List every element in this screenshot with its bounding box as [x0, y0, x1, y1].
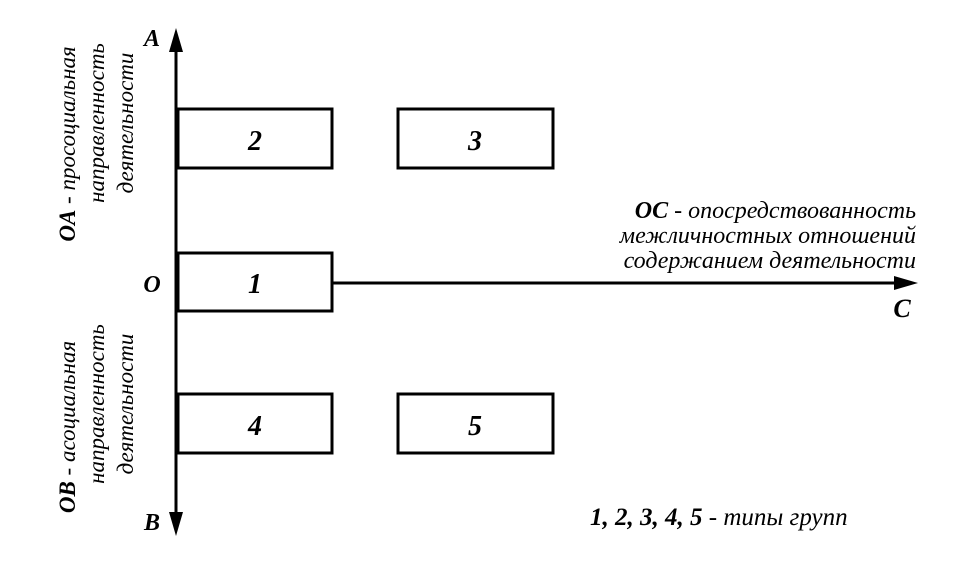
oa-annotation-line3: деятельности	[113, 53, 138, 194]
group-type-box-4: 4	[176, 392, 334, 455]
legend-numbers: 1, 2, 3, 4, 5	[590, 504, 703, 531]
ob-annotation-line1: OB - асоциальная	[55, 341, 80, 513]
axis-label-o: O	[143, 272, 160, 298]
arrow-up-icon	[169, 28, 183, 52]
axis-label-a: A	[142, 26, 160, 52]
group-type-box-5: 5	[396, 392, 555, 455]
axis-label-b: B	[143, 510, 160, 536]
group-type-box-2: 2	[176, 107, 334, 170]
oc-annotation-line1: OC - опосредствованность	[635, 198, 916, 224]
box-label-5: 5	[468, 411, 482, 442]
group-type-box-3: 3	[396, 107, 555, 170]
box-label-2: 2	[247, 126, 262, 157]
ob-annotation-line2: направленность	[84, 324, 109, 484]
axis-label-c: C	[893, 294, 911, 323]
oc-annotation-line3: содержанием деятельности	[624, 248, 916, 274]
oc-annotation-line2: межличностных отношений	[619, 223, 916, 249]
arrow-right-icon	[894, 276, 918, 290]
box-label-3: 3	[467, 126, 482, 157]
oa-annotation-line1: OA - просоциальная	[55, 46, 80, 241]
arrow-down-icon	[169, 512, 183, 536]
group-type-box-1: 1	[176, 251, 334, 313]
box-label-4: 4	[247, 411, 262, 442]
box-label-1: 1	[248, 269, 262, 300]
legend: 1, 2, 3, 4, 5 - типы групп	[590, 504, 848, 531]
legend-text: - типы групп	[703, 504, 848, 531]
oa-annotation-line2: направленность	[84, 43, 109, 203]
ob-annotation-line3: деятельности	[113, 334, 138, 475]
